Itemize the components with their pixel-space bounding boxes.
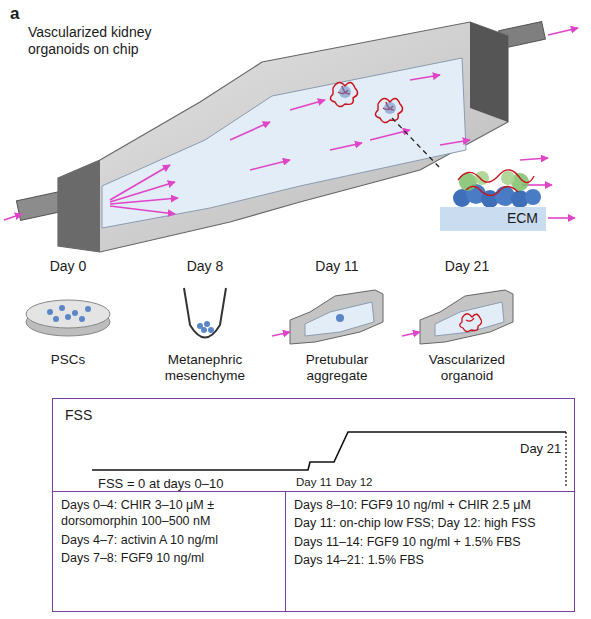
protocol-cell: Days 0–4: CHIR 3–10 μM ± dorsomorphin 10… — [53, 491, 286, 612]
ecm-layer: ECM — [440, 207, 546, 231]
protocol-step: Days 14–21: 1.5% FBS — [294, 552, 566, 568]
protocol-step: Days 8–10: FGF9 10 ng/ml + CHIR 2.5 μM — [294, 497, 566, 513]
axis-note: FSS = 0 at days 0–10 — [98, 476, 268, 492]
layer-label: ECM — [448, 210, 538, 226]
stage-caption: Metanephric mesenchyme — [150, 352, 260, 384]
protocol-cell: Days 8–10: FGF9 10 ng/ml + CHIR 2.5 μM Da… — [286, 491, 574, 612]
stage-caption: PSCs — [13, 352, 123, 368]
axis-tick: Day 12 — [336, 476, 386, 490]
organoid — [330, 82, 402, 122]
inlet-tube — [16, 192, 63, 221]
flow-arrows — [4, 28, 578, 220]
panel-heading: FSS — [65, 407, 92, 423]
chip-end-face — [470, 22, 508, 122]
day-label: Day 8 — [175, 258, 235, 275]
zoom-line — [392, 118, 440, 168]
day-label: Day 0 — [38, 258, 98, 275]
title: Vascularized kidney organoids on chip — [28, 24, 188, 58]
protocol-step: Days 0–4: CHIR 3–10 μM ± dorsomorphin 10… — [61, 497, 277, 530]
chip-channel — [102, 58, 466, 228]
protocol-step: Days 11–14: FGF9 10 ng/ml + 1.5% FBS — [294, 534, 566, 550]
protocol-step: Days 7–8: FGF9 10 ng/ml — [61, 550, 277, 566]
protocol-step: Day 11: on-chip low FSS; Day 12: high FS… — [294, 515, 566, 531]
panel-letter: a — [10, 4, 30, 24]
zoom-organoid — [453, 170, 541, 208]
stage-caption: Pretubular aggregate — [282, 352, 392, 384]
well-icon — [184, 288, 226, 338]
protocol-step: Days 4–7: activin A 10 ng/ml — [61, 532, 277, 548]
day-label: Day 11 — [307, 258, 367, 275]
day-label: Day 21 — [437, 258, 497, 275]
dish-icon — [26, 300, 110, 336]
stage-caption: Vascularized organoid — [412, 352, 522, 384]
chip-start-face — [58, 160, 100, 252]
axis-tick: Day 21 — [520, 441, 564, 457]
chip-icon — [272, 290, 513, 344]
fss-panel: FSS Days 0–4: CHIR 3–10 μM ± dorsomorphin… — [52, 398, 575, 612]
